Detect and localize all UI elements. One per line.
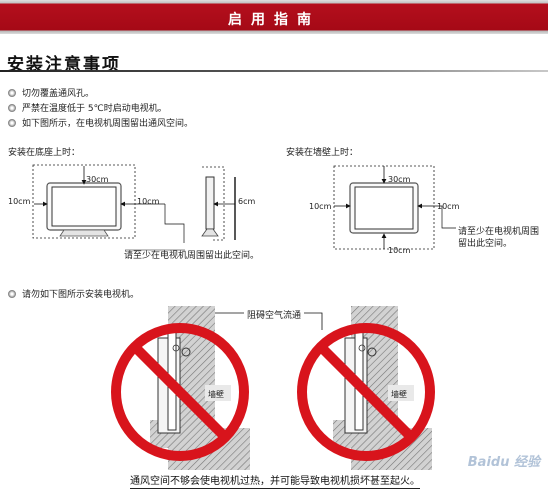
bullet-icon <box>8 104 16 112</box>
bullet-icon <box>8 89 16 97</box>
wall-label-right: 墙壁 <box>391 390 407 399</box>
prohibited-install-right <box>297 306 435 470</box>
bullet-icon <box>8 119 16 127</box>
watermark: Baidu 经验 <box>467 455 540 470</box>
prohibited-install-left <box>111 306 250 470</box>
wall-top-clearance: 30cm <box>388 175 411 184</box>
wall-label-left: 墙壁 <box>208 390 224 399</box>
header-bar <box>0 0 548 34</box>
wall-right-clearance: 10cm <box>437 202 460 211</box>
wall-install-caption-line2: 留出此空间。 <box>458 239 513 249</box>
base-side-clearance: 6cm <box>238 197 256 206</box>
airflow-label: 阻碍空气流通 <box>244 308 305 321</box>
base-top-clearance: 30cm <box>86 175 109 184</box>
base-side-diagram <box>201 166 236 241</box>
wall-diagram <box>333 165 456 250</box>
warning-caption: 通风空间不够会使电视机过热，并可能导致电视机损坏甚至起火。 <box>130 472 420 489</box>
title-divider <box>0 70 548 72</box>
warning-note: 请勿如下图所示安装电视机。 <box>8 287 139 300</box>
header-title: 启用指南 <box>228 12 320 28</box>
base-left-clearance: 10cm <box>8 197 31 206</box>
base-install-label: 安装在底座上时： <box>8 148 81 158</box>
note-item: 如下图所示，在电视机周围留出通风空间。 <box>8 116 193 129</box>
wall-bottom-clearance: 10cm <box>388 246 411 255</box>
note-item: 严禁在温度低于 5℃时启动电视机。 <box>8 101 167 114</box>
wall-left-clearance: 10cm <box>309 202 332 211</box>
bullet-icon <box>8 290 16 298</box>
wall-install-label: 安装在墙壁上时： <box>286 148 359 158</box>
base-right-clearance: 10cm <box>137 197 160 206</box>
base-install-caption: 请至少在电视机周围留出此空间。 <box>124 251 260 261</box>
wall-install-caption-line1: 请至少在电视机周围 <box>458 227 540 237</box>
base-front-diagram <box>32 164 136 239</box>
note-item: 切勿覆盖通风孔。 <box>8 86 94 99</box>
